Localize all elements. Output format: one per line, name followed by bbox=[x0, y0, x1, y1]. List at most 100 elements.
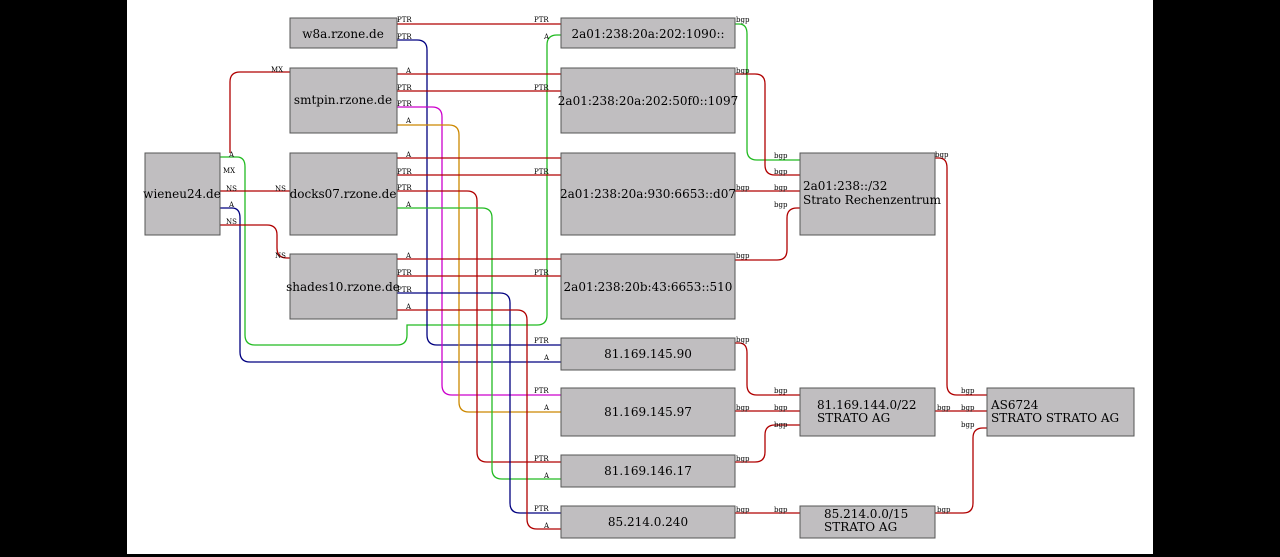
node-ipv6-d07-label: 2a01:238:20a:930:6653::d07 bbox=[560, 187, 736, 201]
node-net144[interactable]: 81.169.144.0/22 STRATO AG bbox=[799, 387, 936, 437]
label-bgp-net6-2: bgp bbox=[774, 168, 788, 176]
node-net6[interactable]: 2a01:238::/32 Strato Rechenzentrum bbox=[799, 152, 942, 236]
node-ipv6-510[interactable]: 2a01:238:20b:43:6653::510 bbox=[560, 253, 736, 320]
label-ptr-docks-2: PTR bbox=[397, 184, 412, 192]
edge-ptr-smtpin-ipv4 bbox=[397, 106, 561, 396]
label-ptr-shades-2: PTR bbox=[397, 286, 412, 294]
node-ipv6-510-label: 2a01:238:20b:43:6653::510 bbox=[564, 280, 733, 294]
label-ptr-w8a-2: PTR bbox=[397, 33, 412, 41]
edge-ns-shades10 bbox=[220, 224, 290, 259]
node-ipv4-240-label: 85.214.0.240 bbox=[608, 515, 688, 529]
edge-bgp-90 bbox=[735, 342, 800, 396]
node-shades10[interactable]: shades10.rzone.de bbox=[286, 253, 400, 320]
diagram-canvas: wieneu24.de w8a.rzone.de smtpin.rzone.de… bbox=[127, 0, 1153, 554]
label-ptr-shades-1: PTR bbox=[397, 269, 412, 277]
edge-bgp-17 bbox=[735, 424, 800, 463]
label-ptr-50f0: PTR bbox=[534, 84, 549, 92]
label-bgp-net144-out: bgp bbox=[937, 404, 951, 412]
node-docks07[interactable]: docks07.rzone.de bbox=[289, 152, 398, 236]
node-docks07-label: docks07.rzone.de bbox=[290, 187, 397, 201]
label-ptr-17: PTR bbox=[534, 455, 549, 463]
node-smtpin-label: smtpin.rzone.de bbox=[294, 93, 392, 107]
node-as6724-line1: AS6724 bbox=[990, 398, 1039, 412]
node-ipv6-d07[interactable]: 2a01:238:20a:930:6653::d07 bbox=[560, 152, 736, 236]
label-ptr-1090: PTR bbox=[534, 16, 549, 24]
node-ipv6-1090[interactable]: 2a01:238:20a:202:1090:: bbox=[560, 17, 736, 49]
node-net85[interactable]: 85.214.0.0/15 STRATO AG bbox=[799, 505, 936, 539]
node-as6724-line2: STRATO STRATO AG bbox=[991, 411, 1119, 425]
edge-a-wieneu-ipv4 bbox=[220, 207, 561, 363]
label-bgp-net6-3: bgp bbox=[774, 184, 788, 192]
label-mx-2: MX bbox=[223, 167, 235, 175]
edge-mx-smtpin bbox=[229, 71, 290, 153]
label-bgp-net6-out: bgp bbox=[935, 151, 949, 159]
edges bbox=[220, 23, 987, 530]
node-w8a[interactable]: w8a.rzone.de bbox=[289, 17, 398, 49]
node-ipv6-1090-label: 2a01:238:20a:202:1090:: bbox=[571, 27, 724, 41]
node-w8a-label: w8a.rzone.de bbox=[302, 27, 384, 41]
label-ptr-d07: PTR bbox=[534, 168, 549, 176]
label-ns-2: NS bbox=[275, 185, 286, 193]
node-smtpin[interactable]: smtpin.rzone.de bbox=[289, 67, 398, 134]
label-a-240: A bbox=[543, 522, 550, 530]
label-a-97: A bbox=[543, 404, 550, 412]
edge-a-docks07-ipv4 bbox=[397, 207, 561, 480]
node-net6-line2: Strato Rechenzentrum bbox=[803, 193, 942, 207]
label-a-docks-2: A bbox=[405, 201, 412, 209]
edge-labels: MX MX A NS NS A NS NS PTR PTR PTR A A PT… bbox=[223, 16, 975, 530]
edge-ptr-shades10-ipv4 bbox=[397, 292, 561, 514]
label-a-smtpin-2: A bbox=[405, 117, 412, 125]
node-net85-line1: 85.214.0.0/15 bbox=[824, 507, 908, 521]
label-ns-4: NS bbox=[275, 252, 286, 260]
label-bgp-as-2: bgp bbox=[961, 404, 975, 412]
node-shades10-label: shades10.rzone.de bbox=[286, 280, 400, 294]
node-as6724[interactable]: AS6724 STRATO STRATO AG bbox=[986, 387, 1135, 437]
node-ipv6-50f0[interactable]: 2a01:238:20a:202:50f0::1097 bbox=[558, 67, 738, 134]
label-a-2: A bbox=[228, 201, 235, 209]
label-bgp-510: bgp bbox=[736, 252, 750, 260]
label-bgp-d07: bgp bbox=[736, 184, 750, 192]
label-a-shades-1: A bbox=[405, 252, 412, 260]
node-ipv4-90[interactable]: 81.169.145.90 bbox=[560, 337, 736, 371]
label-ptr-smtpin-2: PTR bbox=[397, 100, 412, 108]
label-bgp-17: bgp bbox=[736, 455, 750, 463]
label-ptr-w8a-1: PTR bbox=[397, 16, 412, 24]
label-a-1: A bbox=[228, 151, 235, 159]
edge-bgp-net85-as bbox=[935, 427, 987, 514]
label-bgp-net85-out: bgp bbox=[937, 506, 951, 514]
label-bgp-as-3: bgp bbox=[961, 421, 975, 429]
edge-bgp-510 bbox=[735, 207, 800, 261]
label-bgp-97: bgp bbox=[736, 404, 750, 412]
label-mx-1: MX bbox=[271, 66, 283, 74]
node-ipv4-90-label: 81.169.145.90 bbox=[604, 347, 692, 361]
node-wieneu24-label: wieneu24.de bbox=[143, 187, 221, 201]
node-ipv4-17[interactable]: 81.169.146.17 bbox=[560, 454, 736, 488]
label-bgp-net144-3: bgp bbox=[774, 421, 788, 429]
node-ipv4-97[interactable]: 81.169.145.97 bbox=[560, 387, 736, 437]
label-a-90: A bbox=[543, 354, 550, 362]
label-bgp-net6-1: bgp bbox=[774, 152, 788, 160]
label-ns-1: NS bbox=[226, 185, 237, 193]
label-ns-3: NS bbox=[226, 218, 237, 226]
edge-ptr-w8a-ipv4 bbox=[397, 39, 561, 346]
edge-bgp-net6-as bbox=[935, 157, 987, 396]
node-ipv6-50f0-label: 2a01:238:20a:202:50f0::1097 bbox=[558, 94, 738, 108]
label-bgp-90: bgp bbox=[736, 336, 750, 344]
label-bgp-50f0: bgp bbox=[736, 67, 750, 75]
edge-a-wieneu-ipv6 bbox=[220, 34, 561, 346]
edge-bgp-50f0 bbox=[735, 73, 800, 176]
label-ptr-510: PTR bbox=[534, 269, 549, 277]
label-a-1090: A bbox=[543, 33, 550, 41]
label-a-shades-2: A bbox=[405, 303, 412, 311]
dns-graph: wieneu24.de w8a.rzone.de smtpin.rzone.de… bbox=[143, 16, 1135, 539]
label-a-smtpin-1: A bbox=[405, 67, 412, 75]
node-wieneu24[interactable]: wieneu24.de bbox=[143, 152, 221, 236]
label-a-docks-1: A bbox=[405, 151, 412, 159]
node-net6-line1: 2a01:238::/32 bbox=[803, 179, 887, 193]
label-bgp-net144-1: bgp bbox=[774, 387, 788, 395]
node-net85-line2: STRATO AG bbox=[824, 520, 897, 534]
label-ptr-90: PTR bbox=[534, 337, 549, 345]
label-ptr-docks-1: PTR bbox=[397, 168, 412, 176]
node-net144-line1: 81.169.144.0/22 bbox=[817, 398, 916, 412]
node-ipv4-240[interactable]: 85.214.0.240 bbox=[560, 505, 736, 539]
